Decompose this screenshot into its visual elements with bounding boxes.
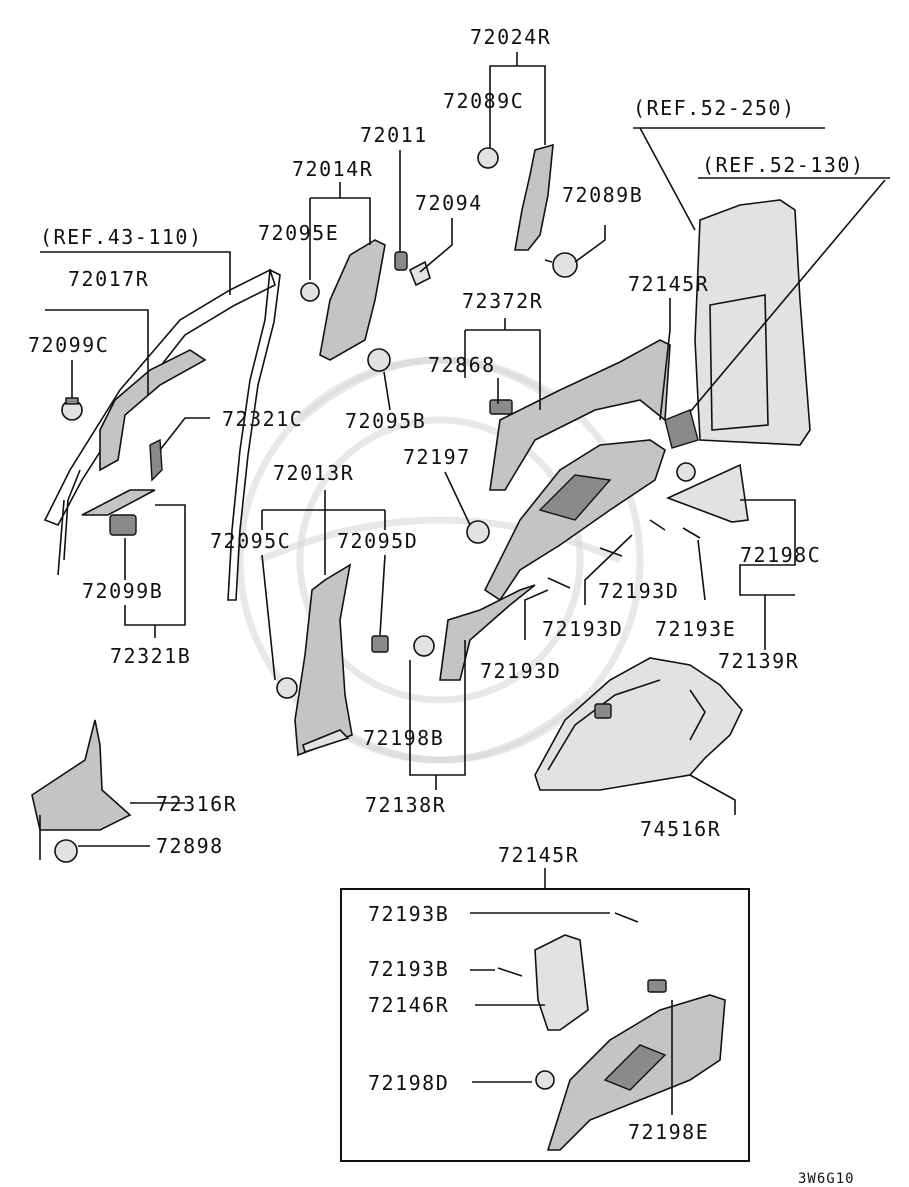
diagram-code: 3W6G10 bbox=[798, 1171, 855, 1187]
c-pillar-upper-trim bbox=[477, 143, 578, 278]
label-72193D-3: 72193D bbox=[480, 659, 561, 683]
label-72198C: 72198C bbox=[740, 543, 821, 567]
callout-labels: 72024R 72089C 72011 72014R 72094 72089B … bbox=[28, 25, 865, 1187]
body-side-panel bbox=[664, 199, 811, 449]
leader-lines bbox=[39, 52, 890, 1115]
label-72095C: 72095C bbox=[210, 529, 291, 553]
label-72095B: 72095B bbox=[345, 409, 426, 433]
detail-fasteners bbox=[497, 912, 639, 1090]
a-pillar-clip bbox=[149, 438, 163, 482]
label-ref-43-110: (REF.43-110) bbox=[40, 225, 203, 249]
label-72146R: 72146R bbox=[368, 993, 449, 1017]
bracket-72198C bbox=[665, 462, 749, 523]
label-72099B: 72099B bbox=[82, 579, 163, 603]
label-72017R: 72017R bbox=[68, 267, 149, 291]
label-72198E: 72198E bbox=[628, 1120, 709, 1144]
a-pillar-trim bbox=[99, 349, 207, 472]
label-ref-52-130: (REF.52-130) bbox=[702, 153, 865, 177]
detail-bracket bbox=[534, 934, 589, 1031]
label-72011: 72011 bbox=[360, 123, 428, 147]
windshield-molding bbox=[43, 268, 281, 601]
label-72193D-2: 72193D bbox=[542, 617, 623, 641]
label-72197: 72197 bbox=[403, 445, 471, 469]
label-72014R: 72014R bbox=[292, 157, 373, 181]
label-72321B: 72321B bbox=[110, 644, 191, 668]
label-72193E: 72193E bbox=[655, 617, 736, 641]
cowl-side-trim bbox=[31, 719, 132, 863]
label-72193D-1: 72193D bbox=[598, 579, 679, 603]
label-72094: 72094 bbox=[415, 191, 483, 215]
label-72898: 72898 bbox=[156, 834, 224, 858]
watermark-emblem bbox=[236, 356, 644, 764]
quarter-trim-upper bbox=[489, 339, 671, 491]
wheelhouse-cover bbox=[534, 657, 743, 791]
b-pillar-upper-trim bbox=[300, 239, 431, 372]
label-72193B-1: 72193B bbox=[368, 902, 449, 926]
label-72193B-2: 72193B bbox=[368, 957, 449, 981]
label-72372R: 72372R bbox=[462, 289, 543, 313]
label-72868: 72868 bbox=[428, 353, 496, 377]
quarter-trim-lower bbox=[466, 439, 666, 602]
label-72099C: 72099C bbox=[28, 333, 109, 357]
label-72013R: 72013R bbox=[273, 461, 354, 485]
label-72316R: 72316R bbox=[156, 792, 237, 816]
label-72145R-box: 72145R bbox=[498, 843, 579, 867]
label-72145R-top: 72145R bbox=[628, 272, 709, 296]
label-72024R: 72024R bbox=[470, 25, 551, 49]
b-pillar-lower-trim bbox=[276, 563, 389, 757]
label-72198B: 72198B bbox=[363, 726, 444, 750]
label-72089B: 72089B bbox=[562, 183, 643, 207]
quarter-trim-front bbox=[413, 584, 536, 681]
screws bbox=[547, 519, 701, 589]
label-74516R: 74516R bbox=[640, 817, 721, 841]
label-72089C: 72089C bbox=[443, 89, 524, 113]
detail-quarter-trim bbox=[546, 979, 726, 1151]
label-ref-52-250: (REF.52-250) bbox=[633, 96, 796, 120]
label-72138R: 72138R bbox=[365, 793, 446, 817]
label-72321C: 72321C bbox=[222, 407, 303, 431]
label-72198D: 72198D bbox=[368, 1071, 449, 1095]
label-72095E: 72095E bbox=[258, 221, 339, 245]
handle-72321B bbox=[81, 489, 156, 536]
label-72139R: 72139R bbox=[718, 649, 799, 673]
clip-72099C bbox=[61, 397, 83, 421]
label-72095D: 72095D bbox=[337, 529, 418, 553]
